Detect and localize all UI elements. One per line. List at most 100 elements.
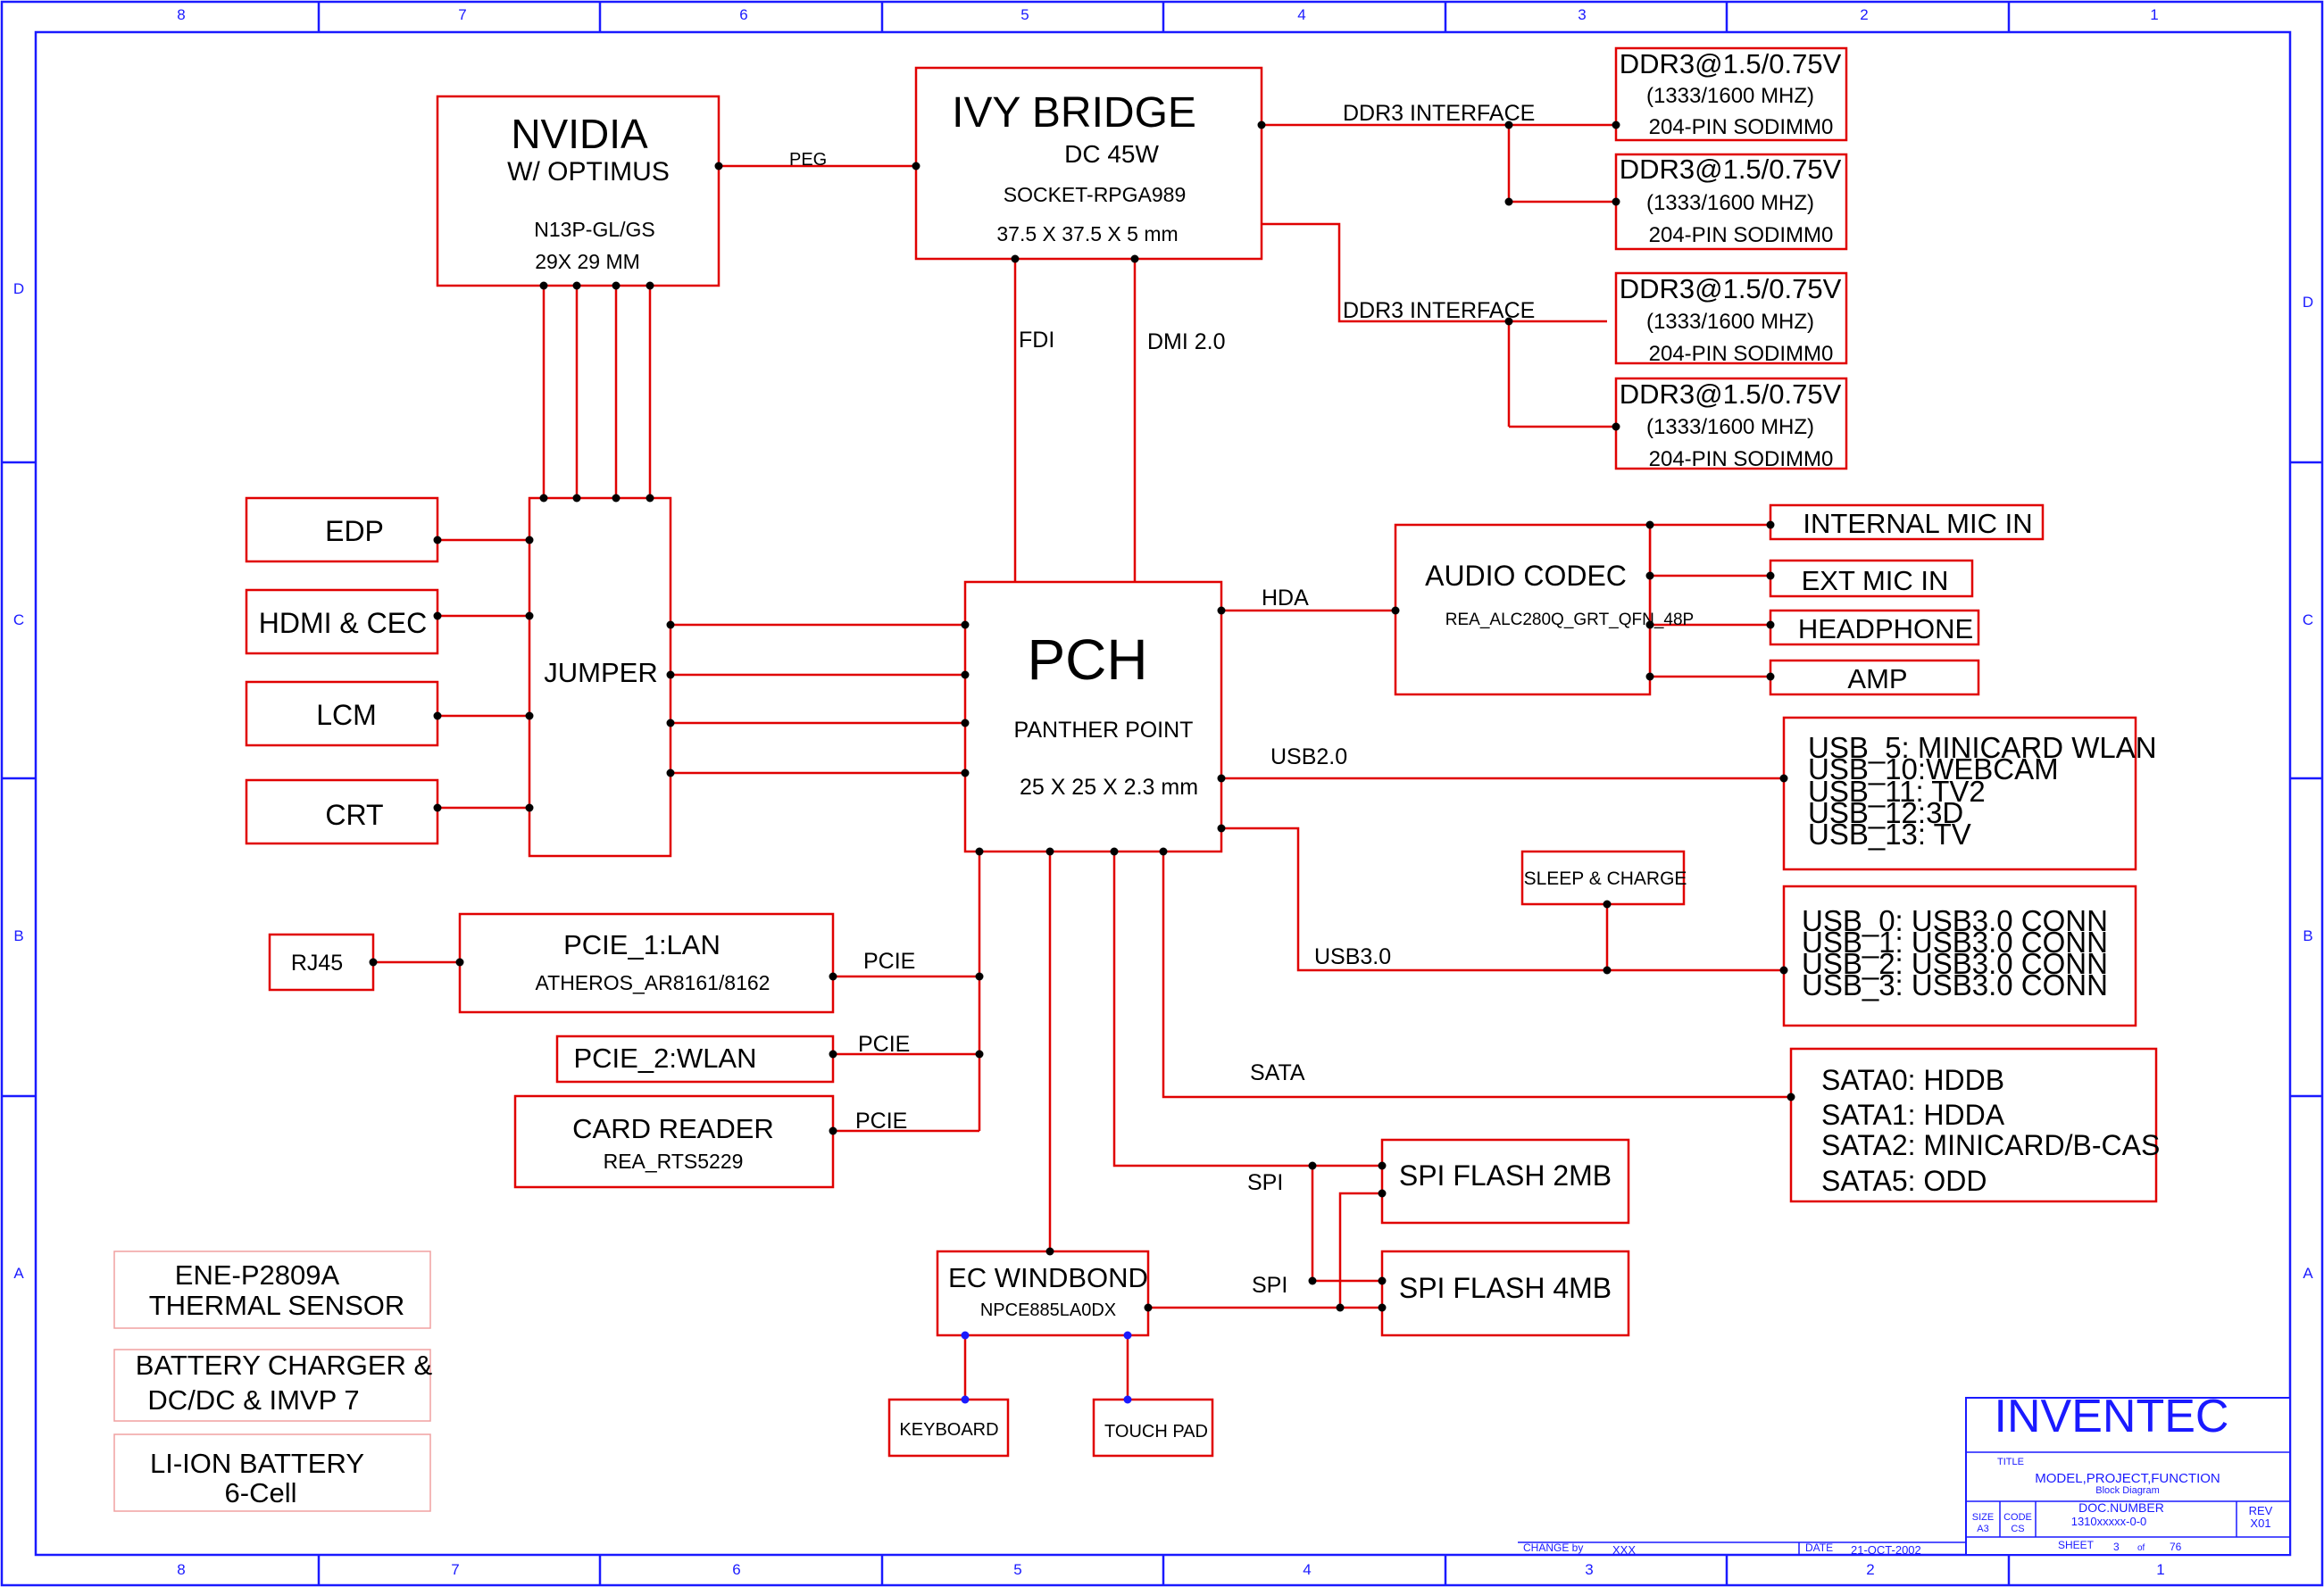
sleep-charge-block: SLEEP & CHARGE xyxy=(1520,850,1687,906)
jumper-block: JUMPER xyxy=(528,496,672,858)
charger-line: DC/DC & IMVP 7 xyxy=(147,1384,359,1416)
change-label: CHANGE by xyxy=(1523,1541,1583,1554)
row-label-right: C xyxy=(2303,611,2313,628)
sheet-label: SHEET xyxy=(2058,1539,2095,1551)
cpu-power: DC 45W xyxy=(1064,140,1159,168)
doc-number: 1310xxxxx-0-0 xyxy=(2071,1515,2147,1528)
bus-label-pcie: PCIE xyxy=(863,949,915,974)
gpu-block: NVIDIA W/ OPTIMUS N13P-GL/GS 29X 29 MM xyxy=(436,95,721,287)
audio-out-label: HEADPHONE xyxy=(1798,613,1973,644)
row-label-left: D xyxy=(13,280,24,297)
thermal-sensor-label: THERMAL SENSOR xyxy=(149,1290,405,1321)
row-label-left: C xyxy=(13,611,24,628)
doc-number-label: DOC.NUMBER xyxy=(2078,1500,2164,1515)
usb2-block: USB_5: MINICARD WLAN USB_10:WEBCAM USB_1… xyxy=(1782,716,2157,871)
dimm-block: DDR3@1.5/0.75V (1333/1600 MHZ) 204-PIN S… xyxy=(1614,153,1848,251)
display-label: EDP xyxy=(325,515,384,547)
sata-device: SATA2: MINICARD/B-CAS xyxy=(1821,1129,2160,1161)
usb3-port: USB_1: USB3.0 CONN xyxy=(1802,926,2108,959)
rj45-label: RJ45 xyxy=(291,951,343,976)
dimm-type: 204-PIN SODIMM0 xyxy=(1649,115,1834,139)
col-label-top: 7 xyxy=(458,6,466,23)
col-label-bottom: 3 xyxy=(1585,1561,1593,1578)
thermal-sensor-note: ENE-P2809A THERMAL SENSOR xyxy=(113,1250,431,1329)
usb3-port: USB_0: USB3.0 CONN xyxy=(1802,904,2108,937)
pch-size: 25 X 25 X 2.3 mm xyxy=(1020,775,1198,800)
code-value: CS xyxy=(2011,1524,2024,1534)
bus-label-usb3: USB3.0 xyxy=(1314,944,1391,969)
col-label-bottom: 1 xyxy=(2156,1561,2164,1578)
sata-device: SATA1: HDDA xyxy=(1821,1099,2005,1131)
audio-out-label: EXT MIC IN xyxy=(1802,565,1949,596)
bus-label-spi: SPI xyxy=(1247,1170,1283,1195)
dimm-block: DDR3@1.5/0.75V (1333/1600 MHZ) 204-PIN S… xyxy=(1614,377,1848,471)
code-label: CODE xyxy=(2003,1512,2032,1523)
keyboard-block: KEYBOARD xyxy=(887,1398,1010,1458)
jumper-label: JUMPER xyxy=(544,657,657,688)
display-crt: CRT xyxy=(245,778,439,845)
dimm-speed: (1333/1600 MHZ) xyxy=(1646,191,1814,215)
ec-block: EC WINDBOND NPCE885LA0DX xyxy=(936,1250,1150,1337)
display-lcm: LCM xyxy=(245,680,439,747)
dimm-voltage: DDR3@1.5/0.75V xyxy=(1620,48,1842,79)
battery-charger-note: BATTERY CHARGER & DC/DC & IMVP 7 xyxy=(113,1349,433,1422)
battery-type: LI-ION BATTERY xyxy=(150,1448,364,1479)
usb2-port: USB_11: TV2 xyxy=(1808,775,1986,808)
audio-out-label: AMP xyxy=(1847,663,1907,694)
bus-label-ddr3: DDR3 INTERFACE xyxy=(1343,298,1535,323)
sata-block: SATA0: HDDB SATA1: HDDA SATA2: MINICARD/… xyxy=(1789,1047,2160,1203)
rev-value: X01 xyxy=(2250,1516,2270,1530)
ec-part: NPCE885LA0DX xyxy=(980,1300,1116,1320)
audio-out-label: INTERNAL MIC IN xyxy=(1803,508,2032,539)
col-label-bottom: 8 xyxy=(177,1561,185,1578)
card-reader-name: CARD READER xyxy=(572,1113,774,1144)
sleep-charge-label: SLEEP & CHARGE xyxy=(1524,868,1687,889)
touchpad-label: TOUCH PAD xyxy=(1104,1422,1208,1442)
battery-note: LI-ION BATTERY 6-Cell xyxy=(113,1433,431,1512)
rj45-block: RJ45 xyxy=(268,933,375,992)
pch-block: PCH PANTHER POINT 25 X 25 X 2.3 mm xyxy=(963,580,1223,853)
company-name: INVENTEC xyxy=(1995,1391,2229,1442)
sheet-total: 76 xyxy=(2170,1541,2182,1553)
size-value: A3 xyxy=(1977,1524,1988,1534)
row-label-right: B xyxy=(2303,927,2312,944)
bus-labels: PEG DDR3 INTERFACE DDR3 INTERFACE FDI DM… xyxy=(789,101,1535,1298)
dimm-type: 204-PIN SODIMM0 xyxy=(1649,342,1834,366)
col-label-bottom: 6 xyxy=(732,1561,740,1578)
col-label-top: 2 xyxy=(1860,6,1868,23)
dimm-speed: (1333/1600 MHZ) xyxy=(1646,84,1814,108)
col-label-bottom: 5 xyxy=(1013,1561,1021,1578)
cpu-socket: SOCKET-RPGA989 xyxy=(1004,183,1187,206)
display-label: HDMI & CEC xyxy=(259,607,427,639)
dimm-block: DDR3@1.5/0.75V (1333/1600 MHZ) 204-PIN S… xyxy=(1614,271,1848,366)
spi-flash-4mb: SPI FLASH 4MB xyxy=(1380,1250,1630,1337)
usb2-port: USB_12:3D xyxy=(1808,796,1963,829)
dimm-speed: (1333/1600 MHZ) xyxy=(1646,310,1814,334)
row-label-left: A xyxy=(13,1265,24,1282)
dimm-voltage: DDR3@1.5/0.75V xyxy=(1620,273,1842,304)
wlan-label: PCIE_2:WLAN xyxy=(573,1043,756,1074)
card-reader-block: CARD READER REA_RTS5229 xyxy=(513,1094,835,1189)
bus-label-dmi: DMI 2.0 xyxy=(1147,329,1226,354)
cpu-block: IVY BRIDGE DC 45W SOCKET-RPGA989 37.5 X … xyxy=(914,66,1263,261)
col-label-top: 6 xyxy=(739,6,747,23)
col-label-top: 5 xyxy=(1020,6,1029,23)
title-label: TITLE xyxy=(1997,1457,2024,1467)
audio-codec-part: REA_ALC280Q_GRT_QFN_48P xyxy=(1445,611,1694,629)
lan-name: PCIE_1:LAN xyxy=(563,929,721,960)
audio-out-internal-mic: INTERNAL MIC IN xyxy=(1769,503,2045,541)
col-label-top: 1 xyxy=(2150,6,2158,23)
gpu-subtitle: W/ OPTIMUS xyxy=(507,157,670,187)
cpu-size: 37.5 X 37.5 X 5 mm xyxy=(996,222,1178,245)
lan-part: ATHEROS_AR8161/8162 xyxy=(536,971,771,994)
audio-out-ext-mic: EXT MIC IN xyxy=(1769,559,1974,598)
gpu-name: NVIDIA xyxy=(511,111,648,157)
display-edp: EDP xyxy=(245,496,439,563)
thermal-sensor-part: ENE-P2809A xyxy=(175,1259,340,1291)
dimm-type: 204-PIN SODIMM0 xyxy=(1649,447,1834,471)
usb3-port: USB_3: USB3.0 CONN xyxy=(1802,968,2108,1001)
col-label-bottom: 7 xyxy=(451,1561,459,1578)
date-value: 21-OCT-2002 xyxy=(1851,1543,1921,1557)
dimm-voltage: DDR3@1.5/0.75V xyxy=(1620,154,1842,185)
